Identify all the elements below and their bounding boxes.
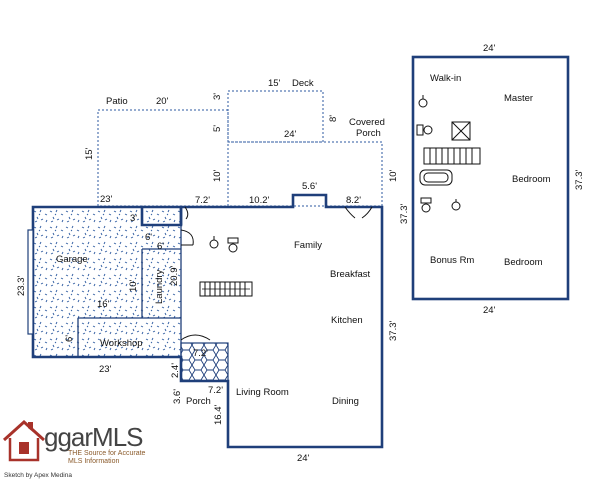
bedroom-2-label: Bedroom xyxy=(504,257,543,268)
laundry-label: Laundry xyxy=(154,269,165,304)
mls-tagline-2: MLS Information xyxy=(68,458,120,465)
dim-37-3-main: 37.3' xyxy=(388,321,399,341)
dim-20-9: 20.9' xyxy=(169,266,180,286)
dim-23-3: 23.3' xyxy=(16,276,27,296)
front-porch-area xyxy=(180,342,229,382)
kitchen-label: Kitchen xyxy=(331,315,363,326)
upper-24-top-dim: 24' xyxy=(483,43,496,54)
dim-8-2: 8.2' xyxy=(346,195,361,206)
bedroom-1-label: Bedroom xyxy=(512,174,551,185)
mls-tagline-1: THE Source for Accurate xyxy=(68,450,146,457)
upper-floor-walls xyxy=(411,55,570,301)
dim-16: 16' xyxy=(97,299,110,310)
dim-23-bottom: 23' xyxy=(99,364,112,375)
living-room-label: Living Room xyxy=(236,387,289,398)
deck-right-dim: 8' xyxy=(328,115,339,122)
dim-7-2-porch: 7.2' xyxy=(193,348,208,359)
porch-10-2-dim: 10.2' xyxy=(249,195,269,206)
dim-3-6: 3.6' xyxy=(172,389,183,404)
master-label: Master xyxy=(504,93,533,104)
bonus-room-label: Bonus Rm xyxy=(430,255,474,266)
dim-23-top: 23' xyxy=(100,194,113,205)
dim-7-2-top: 7.2' xyxy=(195,195,210,206)
covered-porch-area xyxy=(227,141,383,207)
breakfast-label: Breakfast xyxy=(330,269,370,280)
porch-10-right-dim: 10' xyxy=(388,169,399,182)
workshop-label: Workshop xyxy=(100,338,143,349)
dim-3-top: 3' xyxy=(130,213,137,224)
main-house-walls xyxy=(27,193,384,449)
upper-37-3-left-dim: 37.3' xyxy=(399,204,410,224)
dim-24-bottom: 24' xyxy=(297,453,310,464)
deck-24-dim: 24' xyxy=(284,129,297,140)
upper-fixtures-icon xyxy=(416,95,481,213)
porch-10-left-dim: 10' xyxy=(212,169,223,182)
patio-width-dim: 20' xyxy=(156,96,169,107)
deck-left-dim: 3' xyxy=(212,93,223,100)
dim-5-6: 5.6' xyxy=(302,181,317,192)
dim-16-4: 16.4' xyxy=(213,405,224,425)
house-logo-icon xyxy=(2,419,46,462)
upper-24-bottom-dim: 24' xyxy=(483,305,496,316)
dim-6-b: 6' xyxy=(157,241,164,252)
mls-brand-text: ggarMLS xyxy=(44,422,143,452)
door-swings xyxy=(180,206,373,341)
dim-6-a: 6' xyxy=(145,232,152,243)
deck-area xyxy=(227,90,324,143)
garage-label: Garage xyxy=(56,254,88,265)
deck-width-dim: 15' xyxy=(268,78,281,89)
dim-6-c: 6' xyxy=(64,335,75,342)
covered-porch-label-1: Covered xyxy=(349,117,385,128)
deck-mid-dim: 5' xyxy=(212,125,223,132)
patio-area xyxy=(97,109,229,207)
mls-tagline: THE Source for Accurate MLS Information xyxy=(68,450,145,466)
family-label: Family xyxy=(294,240,322,251)
dim-7-2-lower: 7.2' xyxy=(208,385,223,396)
covered-porch-label-2: Porch xyxy=(356,128,381,139)
garage-area xyxy=(33,207,181,357)
mls-logo: ggarMLS THE Source for Accurate MLS Info… xyxy=(2,418,162,479)
main-stairs-icon xyxy=(199,281,253,297)
dining-label: Dining xyxy=(332,396,359,407)
patio-height-dim: 15' xyxy=(84,147,95,160)
powder-room-fixtures-icon xyxy=(209,236,239,253)
deck-label: Deck xyxy=(292,78,314,89)
patio-label: Patio xyxy=(106,96,128,107)
dim-10-laundry: 10' xyxy=(128,279,139,292)
sketch-credit: Sketch by Apex Medina xyxy=(4,472,72,479)
dim-2-4: 2.4' xyxy=(170,363,181,378)
upper-37-3-right-dim: 37.3' xyxy=(574,170,585,190)
walk-in-label: Walk-in xyxy=(430,73,461,84)
porch-label: Porch xyxy=(186,396,211,407)
